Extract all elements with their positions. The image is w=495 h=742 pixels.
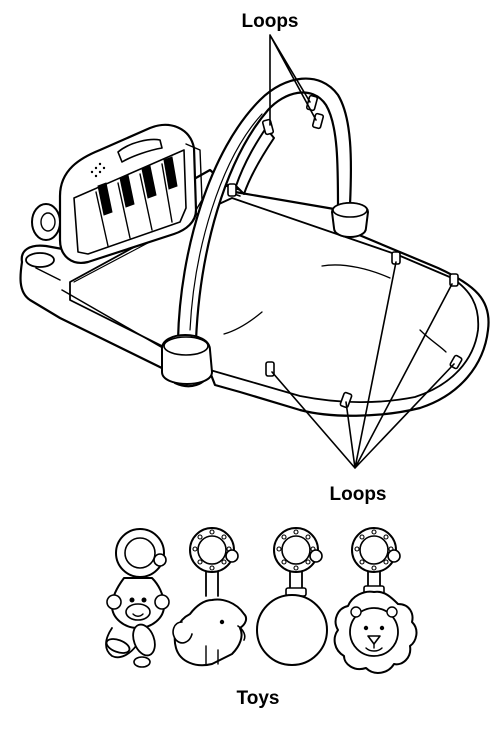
- toy-arch: [160, 77, 369, 385]
- piano-panel: [25, 123, 203, 268]
- leader-lines-bottom: [271, 261, 455, 469]
- mirror-toy: [256, 527, 328, 666]
- elephant-toy: [172, 527, 248, 667]
- toys-label: Toys: [237, 688, 280, 709]
- loops-label-bottom: Loops: [330, 484, 387, 505]
- loops-label-top: Loops: [242, 11, 299, 32]
- leader-lines-top: [269, 34, 317, 126]
- monkey-toy: [105, 528, 170, 668]
- speaker-holes: [90, 162, 106, 178]
- lion-toy: [333, 527, 418, 674]
- mat-loops: [265, 251, 463, 409]
